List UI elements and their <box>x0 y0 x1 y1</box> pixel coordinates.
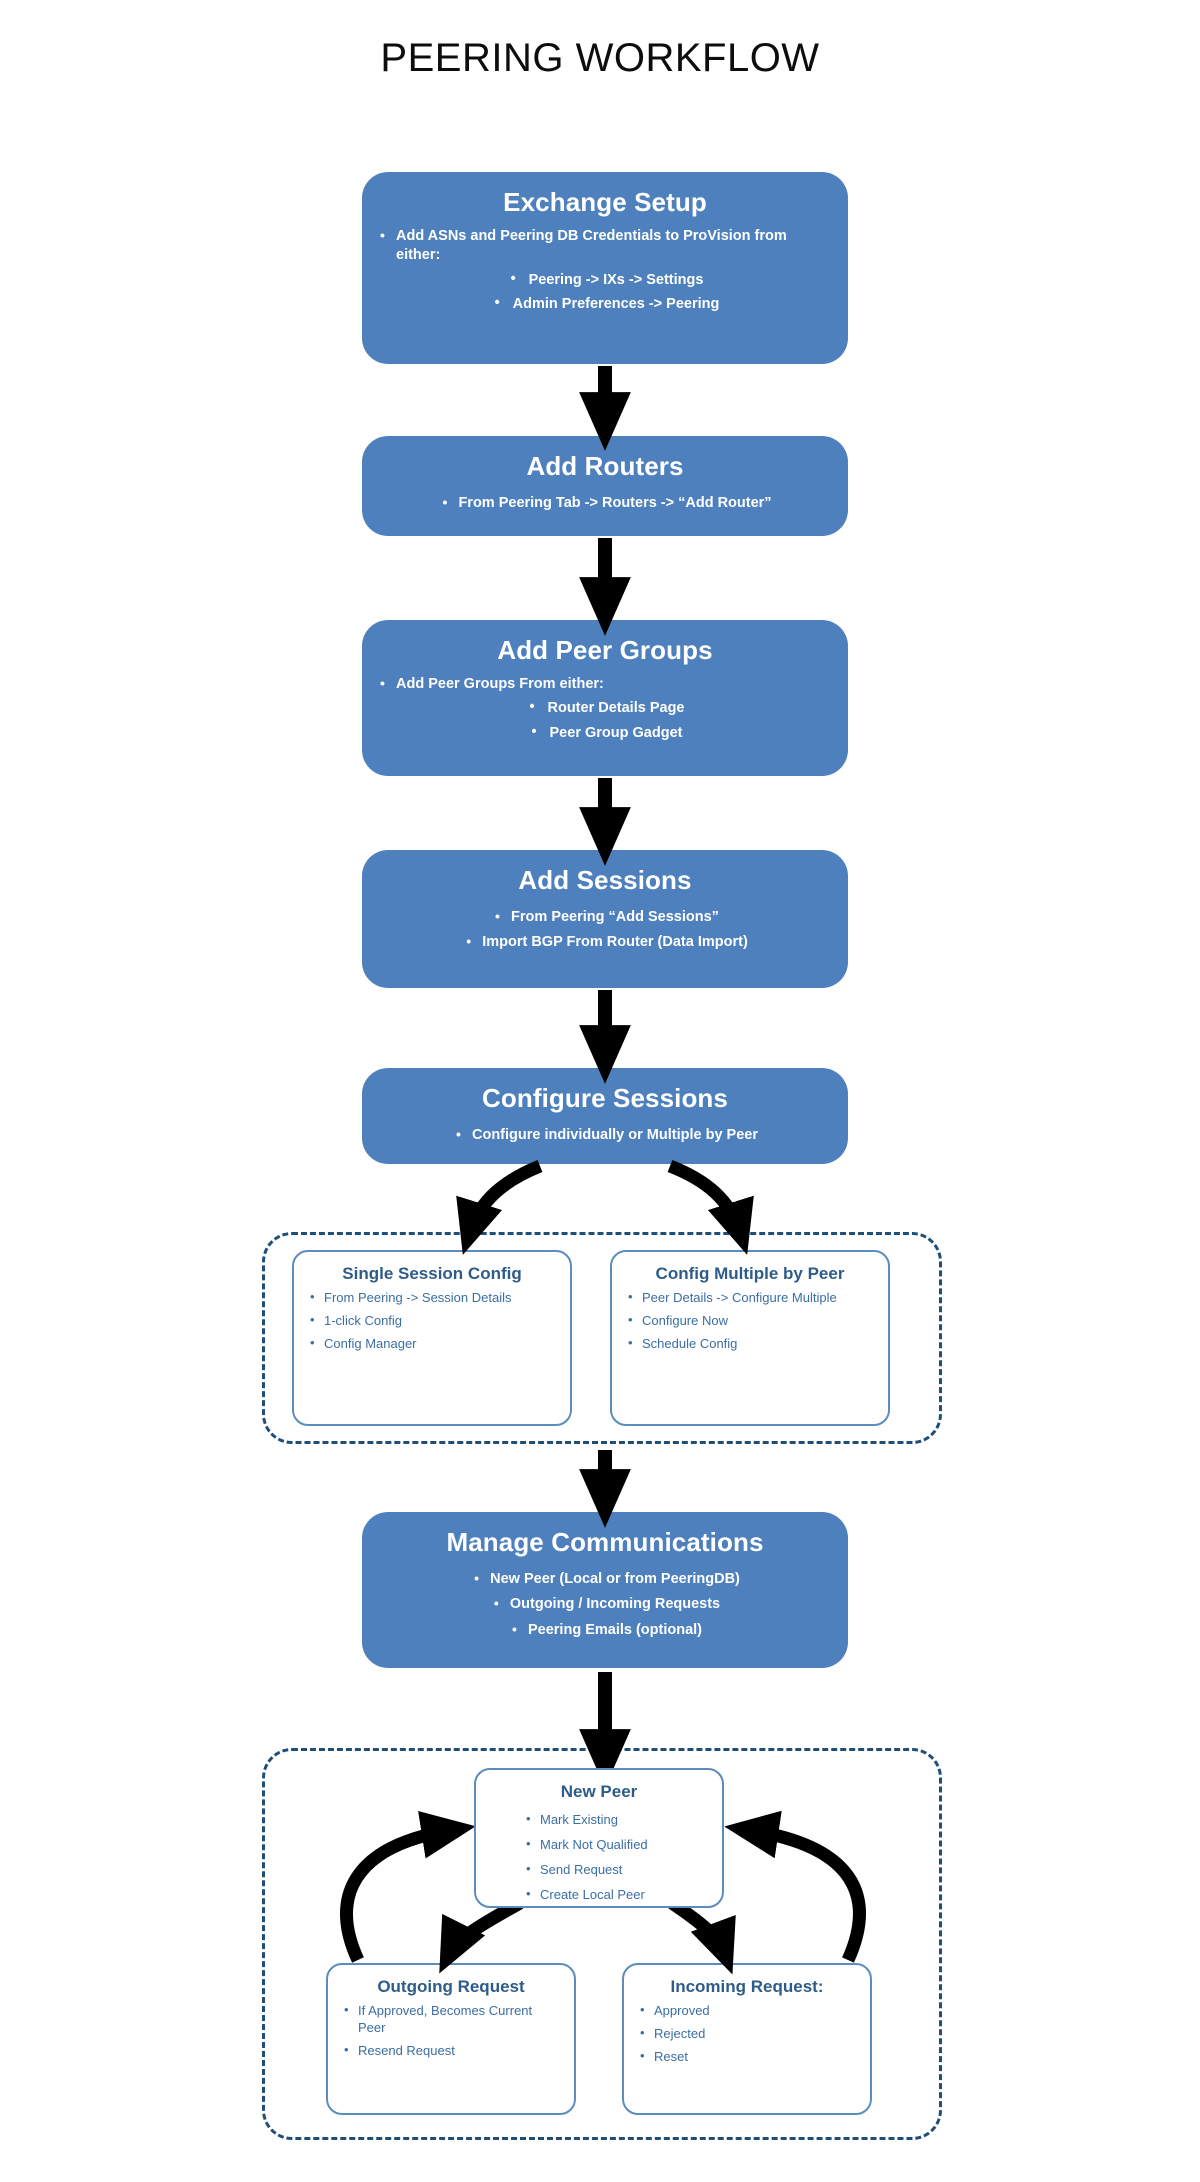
sub-bullet-list: Peering -> IXs -> Settings Admin Prefere… <box>376 270 834 315</box>
bullet-item: Config Manager <box>306 1335 558 1353</box>
bullet-item: Add ASNs and Peering DB Credentials to P… <box>376 225 834 266</box>
process-box-add-peer-groups[interactable]: Add Peer Groups Add Peer Groups From eit… <box>362 620 848 776</box>
sub-box-title: Config Multiple by Peer <box>655 1264 845 1283</box>
sub-bullet-item: Router Details Page <box>376 698 834 719</box>
arrow-configure-to-multiple <box>667 1159 754 1255</box>
sub-box-config-multiple-by-peer[interactable]: Config Multiple by Peer Peer Details -> … <box>610 1250 890 1426</box>
sub-bullet-item: Peer Group Gadget <box>376 723 834 744</box>
bullet-item: Schedule Config <box>624 1335 876 1353</box>
sub-box-title: New Peer <box>560 1782 638 1801</box>
process-box-title: Exchange Setup <box>503 187 707 217</box>
bullet-item: Send Request <box>522 1861 622 1879</box>
bullet-list: Configure individually or Multiple by Pe… <box>376 1123 834 1149</box>
bullet-item: Mark Not Qualified <box>522 1836 648 1854</box>
bullet-item: Approved <box>636 2002 858 2020</box>
bullet-item: Configure Now <box>624 1312 876 1330</box>
bullet-item: Rejected <box>636 2025 858 2043</box>
process-box-title: Manage Communications <box>446 1527 764 1557</box>
bullet-item: Configure individually or Multiple by Pe… <box>452 1125 758 1146</box>
process-box-title: Add Sessions <box>518 865 692 895</box>
process-box-exchange-setup[interactable]: Exchange Setup Add ASNs and Peering DB C… <box>362 172 848 364</box>
bullet-list: Add Peer Groups From either: <box>376 674 834 695</box>
process-box-title: Configure Sessions <box>482 1083 728 1113</box>
sub-bullet-label: Peer Group Gadget <box>528 723 683 744</box>
bullet-item: Import BGP From Router (Data Import) <box>462 932 748 953</box>
process-box-manage-communications[interactable]: Manage Communications New Peer (Local or… <box>362 1512 848 1668</box>
sub-box-single-session-config[interactable]: Single Session Config From Peering -> Se… <box>292 1250 572 1426</box>
bullet-item: Create Local Peer <box>522 1886 645 1904</box>
sub-bullet-label: Router Details Page <box>526 698 685 719</box>
bullet-list: If Approved, Becomes Current Peer Resend… <box>340 2002 562 2060</box>
sub-box-incoming-request[interactable]: Incoming Request: Approved Rejected Rese… <box>622 1963 872 2115</box>
process-box-add-routers[interactable]: Add Routers From Peering Tab -> Routers … <box>362 436 848 536</box>
bullet-item: From Peering -> Session Details <box>306 1289 558 1307</box>
bullet-list: From Peering “Add Sessions” Import BGP F… <box>376 905 834 956</box>
bullet-item: Reset <box>636 2048 858 2066</box>
bullet-item: Peering Emails (optional) <box>508 1620 702 1641</box>
sub-box-title: Single Session Config <box>342 1264 522 1283</box>
process-box-add-sessions[interactable]: Add Sessions From Peering “Add Sessions”… <box>362 850 848 988</box>
sub-box-outgoing-request[interactable]: Outgoing Request If Approved, Becomes Cu… <box>326 1963 576 2115</box>
bullet-list: Approved Rejected Reset <box>636 2002 858 2066</box>
bullet-item: Peer Details -> Configure Multiple <box>624 1289 876 1307</box>
bullet-item: 1-click Config <box>306 1312 558 1330</box>
arrow-configure-to-single <box>456 1159 543 1255</box>
bullet-item: New Peer (Local or from PeeringDB) <box>470 1569 740 1590</box>
bullet-item: From Peering Tab -> Routers -> “Add Rout… <box>438 493 771 514</box>
bullet-item: Outgoing / Incoming Requests <box>490 1594 720 1615</box>
bullet-item: Resend Request <box>340 2042 562 2060</box>
dashed-group-config-options <box>262 1232 942 1444</box>
process-box-title: Add Peer Groups <box>497 635 713 665</box>
bullet-list: New Peer (Local or from PeeringDB) Outgo… <box>376 1567 834 1644</box>
bullet-list: From Peering -> Session Details 1-click … <box>306 1289 558 1353</box>
sub-bullet-label: Peering -> IXs -> Settings <box>507 270 704 291</box>
bullet-list: Add ASNs and Peering DB Credentials to P… <box>376 225 834 266</box>
process-box-configure-sessions[interactable]: Configure Sessions Configure individuall… <box>362 1068 848 1164</box>
sub-bullet-item: Peering -> IXs -> Settings <box>376 270 834 291</box>
bullet-item: Mark Existing <box>522 1811 618 1829</box>
page-title: PEERING WORKFLOW <box>380 36 820 80</box>
bullet-item: From Peering “Add Sessions” <box>491 907 719 928</box>
sub-box-new-peer[interactable]: New Peer Mark Existing Mark Not Qualifie… <box>474 1768 724 1908</box>
bullet-item: Add Peer Groups From either: <box>376 674 834 695</box>
bullet-item: If Approved, Becomes Current Peer <box>340 2002 562 2037</box>
bullet-list: Mark Existing Mark Not Qualified Send Re… <box>488 1808 710 1908</box>
sub-bullet-list: Router Details Page Peer Group Gadget <box>376 698 834 744</box>
process-box-title: Add Routers <box>526 451 684 481</box>
sub-box-title: Outgoing Request <box>377 1977 525 1996</box>
sub-bullet-item: Admin Preferences -> Peering <box>376 294 834 315</box>
bullet-list: From Peering Tab -> Routers -> “Add Rout… <box>376 491 834 517</box>
sub-bullet-label: Admin Preferences -> Peering <box>491 294 720 315</box>
sub-box-title: Incoming Request: <box>670 1977 824 1996</box>
bullet-list: Peer Details -> Configure Multiple Confi… <box>624 1289 876 1353</box>
